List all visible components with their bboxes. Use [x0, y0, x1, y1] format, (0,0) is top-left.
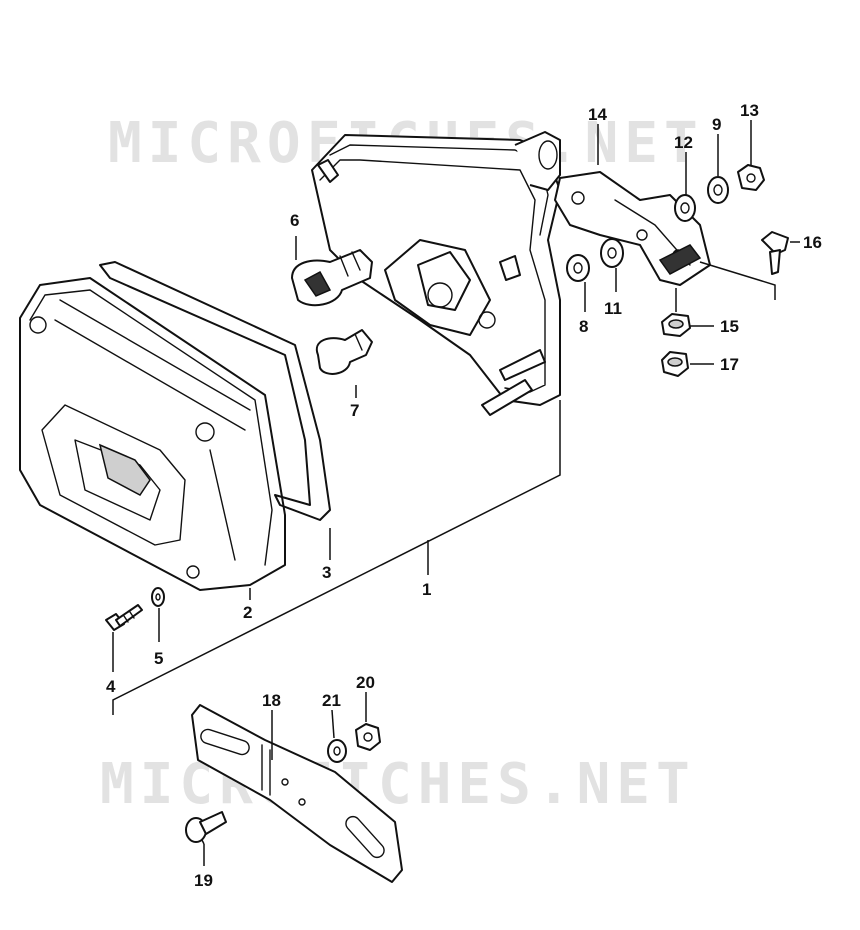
nut-13[interactable] [737, 164, 765, 191]
washer-8[interactable] [566, 254, 590, 282]
nut-17[interactable] [661, 351, 689, 377]
callout-1: 1 [422, 580, 431, 599]
callout-labels: 1 2 3 4 5 6 7 8 9 11 12 13 14 15 16 17 1… [106, 101, 822, 890]
callout-15: 15 [720, 317, 739, 336]
callout-13: 13 [740, 101, 759, 120]
callout-8: 8 [579, 317, 588, 336]
callout-3: 3 [322, 563, 331, 582]
washer-9[interactable] [707, 176, 729, 204]
bulb-small[interactable] [315, 329, 373, 375]
callout-19: 19 [194, 871, 213, 890]
tail-light-lens[interactable] [19, 277, 286, 591]
callout-2: 2 [243, 603, 252, 622]
callout-6: 6 [290, 211, 299, 230]
callout-9: 9 [712, 115, 721, 134]
callout-20: 20 [356, 673, 375, 692]
callout-7: 7 [350, 401, 359, 420]
leader-lines [112, 120, 800, 866]
bolt-19[interactable] [185, 811, 227, 843]
callout-16: 16 [803, 233, 822, 252]
screw-4[interactable] [105, 604, 143, 631]
callout-17: 17 [720, 355, 739, 374]
callout-4: 4 [106, 677, 116, 696]
callout-5: 5 [154, 649, 163, 668]
washer-11[interactable] [600, 238, 624, 268]
callout-21: 21 [322, 691, 341, 710]
callout-18: 18 [262, 691, 281, 710]
callout-11: 11 [604, 299, 622, 318]
washer-5[interactable] [151, 587, 165, 607]
watermark-bottom: MICROFICHES.NET [100, 752, 696, 817]
lens-gasket[interactable] [99, 261, 331, 521]
callout-12: 12 [674, 133, 693, 152]
tail-light-housing[interactable] [311, 131, 561, 416]
nut-15[interactable] [661, 313, 691, 337]
callout-14: 14 [588, 105, 607, 124]
bolt-16[interactable] [761, 231, 789, 275]
washer-12[interactable] [674, 194, 696, 222]
nut-20[interactable] [355, 723, 381, 751]
license-plate-bracket[interactable] [191, 704, 403, 883]
washer-21[interactable] [327, 739, 347, 763]
bulb-large[interactable] [291, 249, 373, 307]
mounting-bracket[interactable] [554, 171, 711, 286]
